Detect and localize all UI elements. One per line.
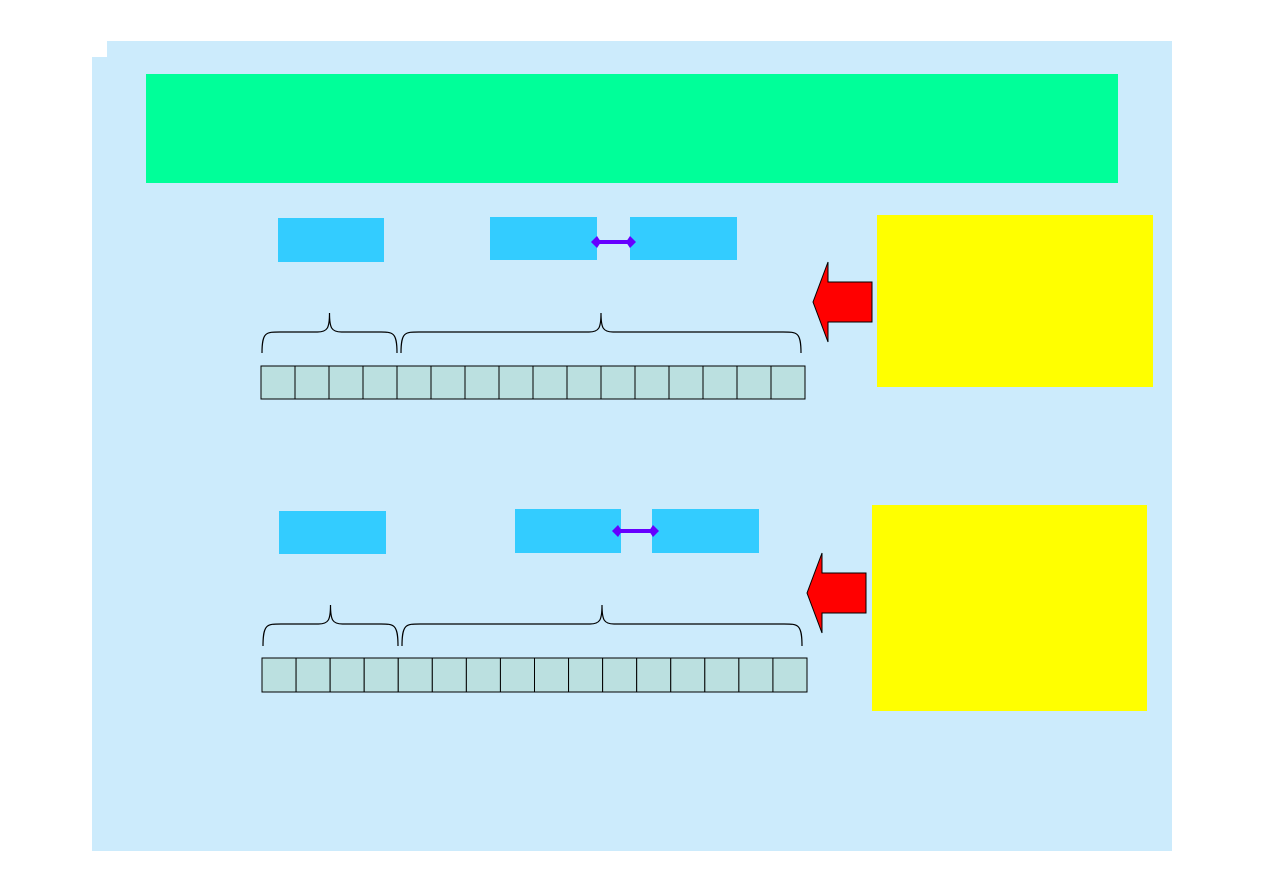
- array-cell: [534, 657, 570, 693]
- left-arrow-icon: [806, 552, 867, 634]
- block-3: [652, 509, 759, 553]
- arrowhead-right-icon: [626, 236, 636, 248]
- array-cell: [568, 657, 604, 693]
- array-cell: [430, 365, 466, 400]
- block-3: [630, 217, 737, 260]
- small-brace: [262, 604, 399, 647]
- left-arrow-icon: [812, 261, 873, 343]
- array-cell: [465, 657, 501, 693]
- array-cell: [431, 657, 467, 693]
- array-cell: [704, 657, 740, 693]
- block-1: [278, 218, 384, 262]
- array-cell: [328, 365, 364, 400]
- array-cell: [738, 657, 774, 693]
- array-cell: [396, 365, 432, 400]
- array-cell: [260, 365, 296, 400]
- array-cell: [464, 365, 500, 400]
- small-brace: [261, 312, 398, 354]
- block-2: [515, 509, 621, 553]
- array-cell: [702, 365, 738, 400]
- large-brace: [400, 312, 802, 354]
- array-cell: [566, 365, 602, 400]
- array-cell: [770, 365, 806, 400]
- block-2: [490, 217, 597, 260]
- large-brace: [401, 604, 803, 647]
- array-cell: [736, 365, 772, 400]
- array-cell: [670, 657, 706, 693]
- arrowhead-right-icon: [649, 525, 659, 537]
- arrowhead-left-icon: [612, 525, 622, 537]
- array-cell: [363, 657, 399, 693]
- array-cell: [329, 657, 365, 693]
- note-box: [877, 215, 1153, 387]
- array-cell: [634, 365, 670, 400]
- diagram-section-1: [260, 215, 1153, 400]
- array-cell: [397, 657, 433, 693]
- array-cell: [532, 365, 568, 400]
- array-cell: [499, 657, 535, 693]
- arrowhead-left-icon: [591, 236, 601, 248]
- array-cell: [294, 365, 330, 400]
- array-cell: [668, 365, 704, 400]
- diagram-section-2: [261, 505, 1147, 711]
- array-cell: [636, 657, 672, 693]
- array-cell: [600, 365, 636, 400]
- title-bar: [146, 74, 1118, 183]
- array-cell: [362, 365, 398, 400]
- block-1: [279, 511, 386, 554]
- note-box: [872, 505, 1147, 711]
- array-cell: [772, 657, 808, 693]
- array-cell: [498, 365, 534, 400]
- array-cell: [295, 657, 331, 693]
- array-cell: [602, 657, 638, 693]
- array-cell: [261, 657, 297, 693]
